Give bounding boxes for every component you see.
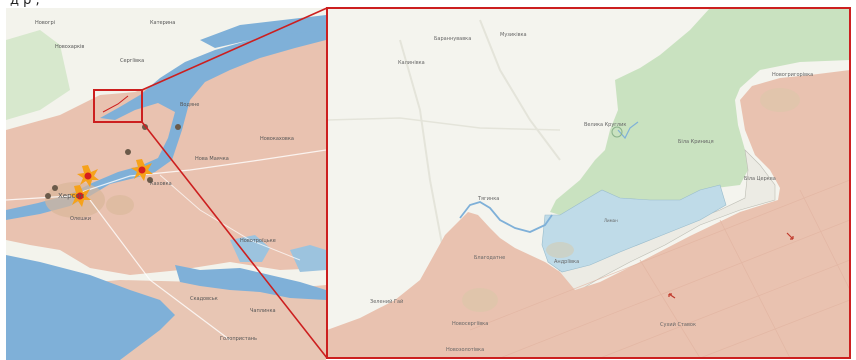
road-3: [327, 117, 561, 131]
place-label: Новотроїцьке: [240, 238, 276, 244]
place-label: Новосергіївка: [452, 321, 488, 327]
frontline-overview: [102, 95, 129, 113]
liberated-area: [550, 8, 850, 215]
town: [106, 195, 134, 215]
field-lines: [469, 179, 850, 358]
place-label: Бараннувавкa: [434, 36, 471, 42]
place-label: Новогрі: [35, 20, 55, 26]
place-label: Андріївка: [554, 259, 579, 265]
place-label: Скадовськ: [190, 296, 218, 302]
town-area: [462, 288, 498, 312]
pin-icon[interactable]: [147, 177, 153, 183]
place-label: Зелений Гай: [370, 298, 403, 305]
explosion-icon[interactable]: [131, 159, 153, 181]
road: [6, 149, 326, 201]
lake: [611, 126, 623, 138]
place-label: Музиківка: [500, 32, 527, 38]
place-label: Лиман: [604, 218, 618, 223]
town-area: [546, 242, 574, 258]
place-label: Новозолотівка: [446, 347, 484, 353]
explosion-icon[interactable]: [77, 165, 99, 187]
place-label: Сергіївка: [120, 58, 144, 64]
place-label: Олешки: [70, 216, 91, 222]
occupied-area: [327, 70, 850, 358]
place-label: Катерина: [150, 20, 175, 26]
bay: [175, 265, 326, 300]
pin-icon[interactable]: [52, 185, 58, 191]
road-2: [89, 199, 231, 341]
place-label: Херсон: [58, 192, 84, 200]
place-label: Калинівка: [398, 60, 425, 66]
road-3: [159, 174, 301, 261]
pin-icon[interactable]: [175, 124, 181, 130]
arrow-icon: [668, 293, 676, 299]
place-label: Водяне: [180, 102, 199, 108]
road-2: [479, 19, 561, 161]
zoom-connector: [141, 7, 328, 91]
arrow-icon: [786, 232, 794, 240]
marsh: [230, 235, 270, 262]
detail-frame: [326, 7, 851, 359]
liberated-area: [6, 30, 70, 120]
caption-text: д р ,: [10, 0, 40, 8]
zoom-connector: [141, 121, 328, 359]
place-label: Благодатне: [474, 255, 505, 261]
focus-box: [93, 89, 143, 123]
place-label: Біла Церква: [744, 176, 776, 182]
place-label: Новокаховка: [260, 136, 294, 142]
town-area: [760, 88, 800, 112]
place-label: Каховка: [150, 181, 172, 187]
place-label: Біла Криниця: [678, 139, 714, 145]
dnipro-river: [6, 22, 326, 220]
place-label: Сухий Ставок: [660, 321, 696, 328]
contested-area: [541, 184, 727, 273]
place-label: Голопристань: [220, 336, 257, 342]
explosion-icon[interactable]: [69, 185, 91, 207]
overview-map[interactable]: Новогрі Катерина Новохарків Сергіївка Во…: [6, 8, 326, 360]
place-label: Новохарків: [55, 44, 84, 50]
place-label: Чаплинка: [250, 308, 276, 314]
place-label: Нова Маячка: [195, 156, 229, 162]
place-label: Новогригорівка: [772, 72, 813, 78]
detail-map[interactable]: Бараннувавкa Музиківка Калинівка Новогри…: [327, 8, 850, 358]
place-label: Велика Круглик: [584, 122, 626, 128]
pin-icon[interactable]: [45, 193, 51, 199]
marsh-2: [290, 245, 326, 272]
river: [459, 201, 553, 233]
pin-icon[interactable]: [125, 149, 131, 155]
sea: [6, 255, 175, 360]
place-label: Тягинка: [477, 196, 499, 202]
